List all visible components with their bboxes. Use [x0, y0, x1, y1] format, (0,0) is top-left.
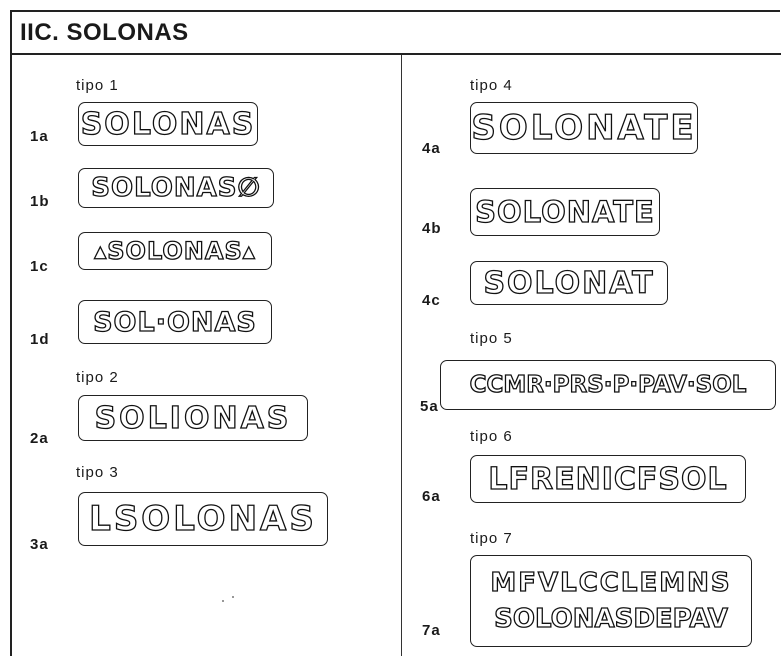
stamp-text-line-2: SOLONASDEPAV [494, 603, 729, 634]
tipo-label: tipo 3 [76, 464, 119, 481]
stamp-code-label: 6a [422, 488, 441, 505]
stamp-text: SOLIONAS [94, 400, 292, 436]
stamp-code-label: 1a [30, 128, 49, 145]
stamp-impression: SOLIONAS [78, 395, 308, 441]
stamp-code-label: 1d [30, 331, 50, 348]
stamp-impression: SOLONATE [470, 102, 698, 154]
stamp-text: SOLONAS∅ [91, 172, 261, 203]
stamp-text: ▴SOLONAS▴ [94, 236, 256, 265]
stamp-impression: SOLONAT [470, 261, 668, 305]
tipo-label: tipo 4 [470, 77, 513, 94]
stamp-code-label: 3a [30, 536, 49, 553]
stamp-code-label: 7a [422, 622, 441, 639]
scan-speck [222, 600, 224, 602]
tipo-label: tipo 7 [470, 530, 513, 547]
column-divider [401, 55, 402, 656]
stamp-impression: CCMR·PRS·P·PAV·SOL [440, 360, 776, 410]
stamp-text: CCMR·PRS·P·PAV·SOL [469, 371, 747, 398]
stamp-code-label: 1c [30, 258, 49, 275]
stamp-code-label: 2a [30, 430, 49, 447]
tipo-label: tipo 1 [76, 77, 119, 94]
figure-frame [10, 10, 780, 656]
stamp-impression: LFRENICFSOL [470, 455, 746, 503]
stamp-text: SOLONAS [80, 106, 256, 142]
tipo-label: tipo 2 [76, 369, 119, 386]
stamp-text: SOLONAT [483, 265, 655, 301]
stamp-impression: LSOLONAS [78, 492, 328, 546]
stamp-code-label: 4b [422, 220, 442, 237]
tipo-label: tipo 6 [470, 428, 513, 445]
stamp-code-label: 4c [422, 292, 441, 309]
stamp-code-label: 1b [30, 193, 50, 210]
header-divider [10, 53, 781, 55]
stamp-text: SOLONATE [474, 194, 655, 229]
section-title: IIC. SOLONAS [20, 19, 189, 46]
stamp-impression: MFVLCCLEMNS SOLONASDEPAV [470, 555, 752, 647]
stamp-text: LSOLONAS [89, 498, 317, 539]
stamp-text-line-1: MFVLCCLEMNS [490, 567, 732, 598]
tipo-label: tipo 5 [470, 330, 513, 347]
stamp-impression: ▴SOLONAS▴ [78, 232, 272, 270]
stamp-impression: SOLONAS [78, 102, 258, 146]
stamp-impression: SOLONAS∅ [78, 168, 274, 208]
stamp-code-label: 5a [420, 398, 439, 415]
scan-speck [232, 596, 234, 598]
stamp-impression: SOLONATE [470, 188, 660, 236]
stamp-code-label: 4a [422, 140, 441, 157]
stamp-text: SOLONATE [471, 107, 697, 148]
stamp-text: SOL·ONAS [92, 306, 257, 338]
stamp-impression: SOL·ONAS [78, 300, 272, 344]
stamp-text: LFRENICFSOL [488, 461, 728, 497]
